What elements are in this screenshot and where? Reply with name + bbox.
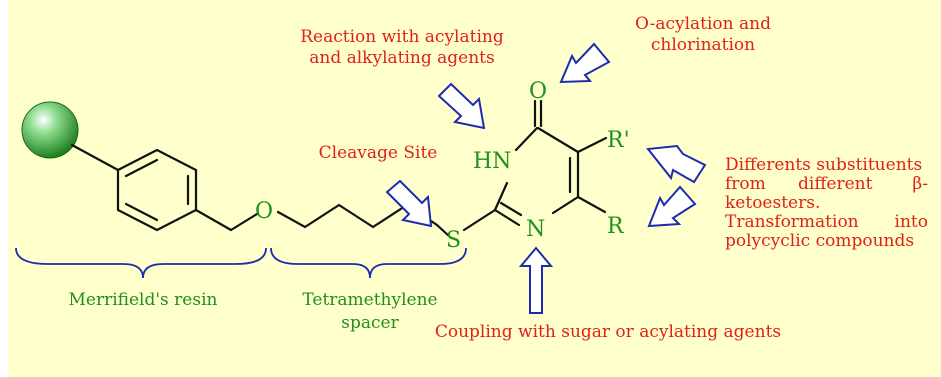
annotation-acylating-line2: and alkylating agents — [309, 48, 495, 68]
annotation-cleavage: Cleavage Site — [319, 143, 438, 163]
background — [8, 0, 941, 377]
label-spacer-line1: Tetramethylene — [302, 290, 437, 310]
diagram-panel: O S HN O N R' R Reaction with acylating … — [8, 0, 941, 377]
bond-c2-n3 — [493, 208, 521, 227]
annotation-coupling: Coupling with sugar or acylating agents — [435, 322, 781, 342]
bond-c4-c5 — [536, 126, 580, 154]
r-atom: R — [607, 214, 625, 239]
bond-c6-n1 — [551, 195, 580, 215]
annotation-oacyl-line2: chlorination — [651, 35, 755, 55]
arrow-acylating-icon — [437, 82, 486, 130]
bond-c2-nh — [493, 181, 509, 212]
label-merrifield-resin: Merrifield's resin — [69, 290, 218, 310]
benzene-inner-bond-1 — [124, 158, 159, 178]
benzene-inner-bond-3 — [124, 202, 159, 222]
carbonyl-oxygen-atom: O — [529, 79, 547, 104]
annotation-subst-line4a: Transformation — [725, 212, 859, 232]
resin-bead-icon — [21, 101, 79, 159]
annotation-subst-line2b: different — [798, 174, 873, 194]
bond-c6-r — [576, 195, 607, 214]
brace-spacer — [270, 247, 467, 279]
annotation-subst-line2c: β- — [912, 174, 928, 194]
arrow-rprime-icon — [646, 144, 707, 184]
bond-c5-rprime — [576, 136, 608, 154]
brace-resin — [15, 247, 267, 279]
annotation-oacyl-line1: O-acylation and — [635, 14, 771, 34]
arrow-coupling-icon — [518, 246, 554, 314]
annotation-subst-line5: polycyclic compounds — [725, 231, 914, 251]
arrow-oacyl-icon — [559, 42, 611, 84]
nh-atom: HN — [473, 149, 511, 174]
sulfur-atom: S — [446, 228, 461, 253]
bond-s-c2 — [462, 208, 497, 232]
label-spacer-line2: spacer — [341, 313, 399, 333]
ether-oxygen-atom: O — [255, 199, 273, 224]
annotation-subst-line3: ketoesters. — [725, 193, 820, 213]
bond-ring-ch2 — [194, 208, 233, 232]
annotation-subst-line1: Differents substituents — [725, 155, 922, 175]
bond-bead-ring — [70, 143, 120, 172]
annotation-subst-line4b: into — [895, 212, 928, 232]
bond-ch2-o — [229, 212, 259, 232]
annotation-acylating-line1: Reaction with acylating — [300, 27, 504, 47]
bond-c2-n3-double — [499, 201, 523, 217]
ring-nitrogen-atom: N — [526, 217, 545, 242]
bond-nh-c4 — [514, 126, 539, 152]
r-prime-atom: R' — [607, 128, 630, 153]
annotation-subst-line2a: from — [725, 174, 766, 194]
arrow-cleavage-icon — [385, 179, 433, 228]
scheme-svg: O S HN O N R' R Reaction with acylating … — [8, 0, 941, 377]
tetramethylene-chain — [276, 203, 451, 238]
arrow-r-icon — [647, 185, 697, 228]
